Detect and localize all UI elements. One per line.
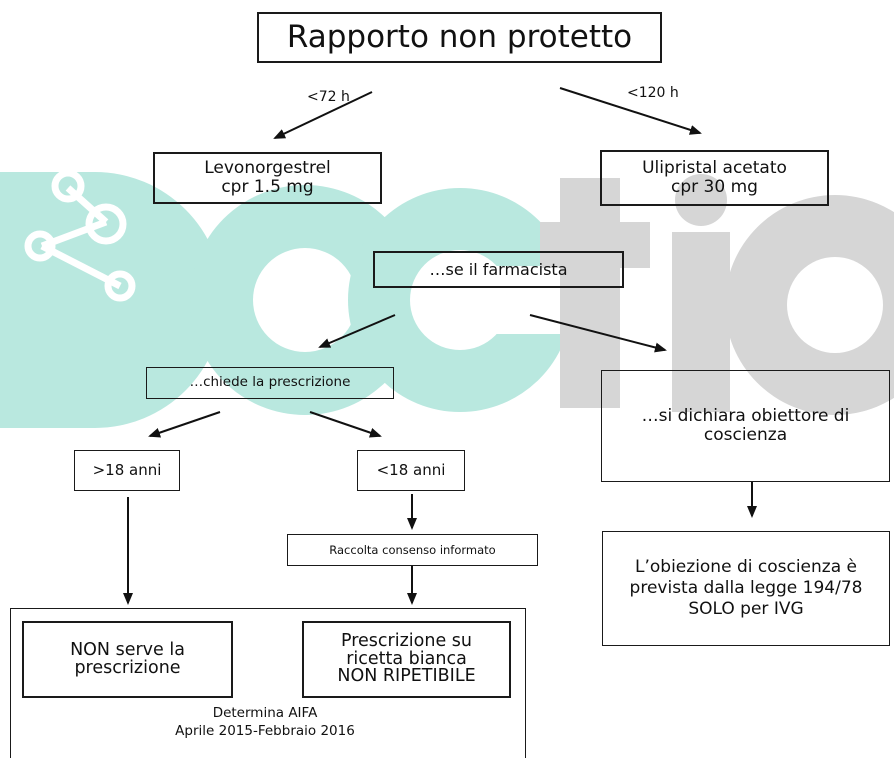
objection-note-line3: SOLO per IVG <box>688 599 804 620</box>
branch-label-left: <72 h <box>307 89 350 105</box>
watermark-letter-t <box>540 178 650 408</box>
ulipristal-dose: cpr 30 mg <box>671 177 758 197</box>
no-prescription-line2: prescrizione <box>74 657 181 678</box>
levonorgestrel-box: Levonorgestrel cpr 1.5 mg <box>153 152 382 204</box>
aifa-frame <box>10 608 526 758</box>
arrow-to-over18 <box>148 411 221 438</box>
watermark-letter-d <box>0 172 223 428</box>
asks-prescription-box: …chiede la prescrizione <box>146 367 394 399</box>
white-prescription-box: Prescrizione su ricetta bianca NON RIPET… <box>302 621 511 698</box>
white-prescription-line2: ricetta bianca <box>346 648 467 669</box>
ulipristal-box: Ulipristal acetato cpr 30 mg <box>600 150 829 206</box>
aifa-line2: Aprile 2015-Febbraio 2016 <box>175 723 355 740</box>
no-prescription-box: NON serve la prescrizione <box>22 621 233 698</box>
consent-box: Raccolta consenso informato <box>287 534 538 566</box>
arrow-to-chiede <box>318 314 396 348</box>
levonorgestrel-name: Levonorgestrel <box>204 157 331 178</box>
objection-note-line2: prevista dalla legge 194/78 <box>629 577 863 598</box>
watermark-letter-c <box>348 188 580 412</box>
branch-label-right: <120 h <box>627 85 679 101</box>
arrow-to-obiettore <box>529 314 667 353</box>
levonorgestrel-dose: cpr 1.5 mg <box>221 177 314 197</box>
white-prescription-line1: Prescrizione su <box>340 631 472 652</box>
no-prescription-line1: NON serve la <box>70 640 185 660</box>
under18-text: <18 anni <box>376 461 446 480</box>
arrow-to-ulipristal <box>559 87 702 135</box>
ulipristal-name: Ulipristal acetato <box>642 157 787 178</box>
under18-box: <18 anni <box>357 450 465 491</box>
over18-text: >18 anni <box>92 461 162 480</box>
aifa-line1: Determina AIFA <box>212 705 318 721</box>
watermark-letter-i <box>672 174 730 412</box>
network-logo-icon <box>24 169 136 302</box>
asks-prescription-text: …chiede la prescrizione <box>189 374 351 391</box>
objection-note-line1: L’obiezione di coscienza è <box>635 556 857 577</box>
title-text: Rapporto non protetto <box>286 19 633 56</box>
white-prescription-line3: NON RIPETIBILE <box>337 666 476 687</box>
objector-box: …si dichiara obiettore di coscienza <box>601 370 890 482</box>
consent-text: Raccolta consenso informato <box>329 542 496 557</box>
objection-note-box: L’obiezione di coscienza è prevista dall… <box>602 531 890 646</box>
arrow-to-levonorgestrel <box>273 91 373 139</box>
pharmacist-text: …se il farmacista <box>429 259 568 279</box>
objector-line2: coscienza <box>703 425 788 445</box>
arrow-to-under18 <box>309 411 382 438</box>
pharmacist-box: …se il farmacista <box>373 251 624 288</box>
over18-box: >18 anni <box>74 450 180 491</box>
aifa-footnote: Determina AIFA Aprile 2015-Febbraio 2016 <box>130 704 400 740</box>
objector-line1: …si dichiara obiettore di <box>641 405 850 426</box>
title-box: Rapporto non protetto <box>257 12 662 63</box>
